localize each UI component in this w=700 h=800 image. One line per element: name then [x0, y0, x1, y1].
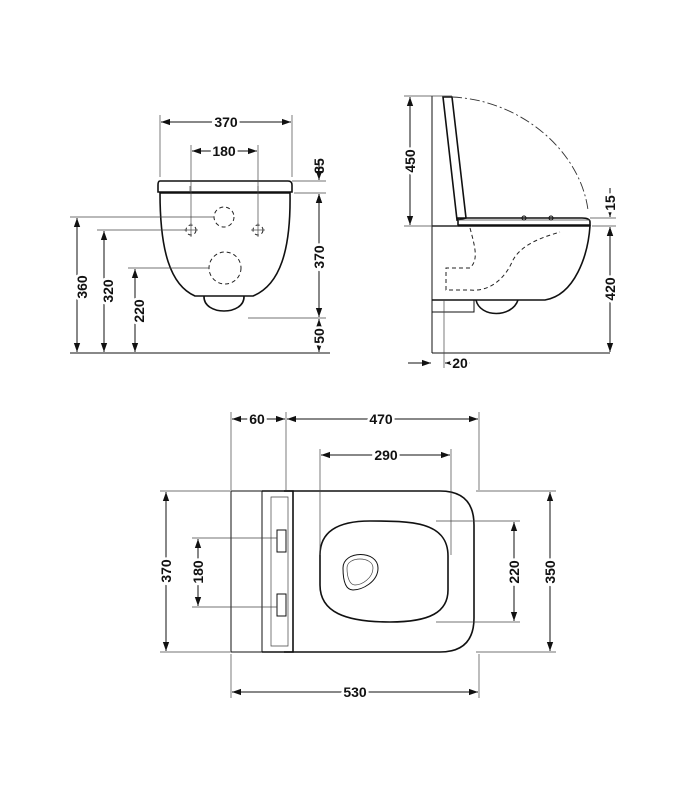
top-opening-width-label: 220: [506, 560, 522, 584]
top-view: 60 470 290 370 180 220 350 530: [156, 409, 561, 703]
top-drain-hole: [342, 554, 379, 591]
top-bowl-opening: [319, 520, 449, 623]
front-view: 370 180 35 370 50 360 320 220: [70, 112, 330, 354]
side-trap-path: [445, 227, 561, 291]
top-opening-length-label: 290: [374, 447, 398, 463]
top-total-length-label: 530: [343, 684, 367, 700]
front-bowl-body: [159, 192, 291, 297]
side-bowl-body: [432, 225, 591, 301]
side-raised-lid: [442, 96, 467, 221]
side-wall-bracket: [432, 299, 475, 313]
front-bottom-clearance-label: 50: [311, 328, 327, 344]
top-wall-panel: [230, 490, 263, 653]
side-outlet-spigot: [475, 299, 519, 315]
front-inlet-circle: [213, 206, 235, 228]
front-outlet-spigot: [203, 295, 245, 312]
top-total-width-label: 370: [158, 559, 174, 583]
side-view: 450 15 420 20: [400, 95, 621, 374]
top-bowl-width-label: 350: [542, 560, 558, 584]
side-lid-height-label: 450: [402, 149, 418, 173]
front-fixing-spacing-label: 180: [212, 143, 236, 159]
top-hinge-block: [262, 490, 294, 653]
front-outlet-circle: [208, 251, 242, 285]
side-lid-swing-arc: [451, 96, 589, 211]
top-hinge-spacing-label: 180: [190, 560, 206, 584]
top-lid-outline: [284, 490, 475, 653]
side-rim-height-label: 420: [602, 277, 618, 301]
front-seat-to-fixing-label: 35: [311, 158, 327, 174]
front-fixing-height-label: 360: [74, 275, 90, 299]
top-hinge-right: [276, 593, 287, 617]
front-inlet-height-label: 320: [100, 279, 116, 303]
front-seat-rim: [157, 180, 293, 193]
side-seat-thickness-label: 15: [602, 195, 618, 211]
front-fixing-to-bottom-label: 370: [311, 245, 327, 269]
side-wall-gap-label: 20: [452, 355, 468, 371]
side-seat: [457, 217, 591, 226]
top-lid-offset-label: 60: [249, 411, 265, 427]
front-outlet-height-label: 220: [131, 299, 147, 323]
top-hinge-left: [276, 529, 287, 553]
front-width-label: 370: [214, 114, 238, 130]
top-bowl-length-label: 470: [369, 411, 393, 427]
